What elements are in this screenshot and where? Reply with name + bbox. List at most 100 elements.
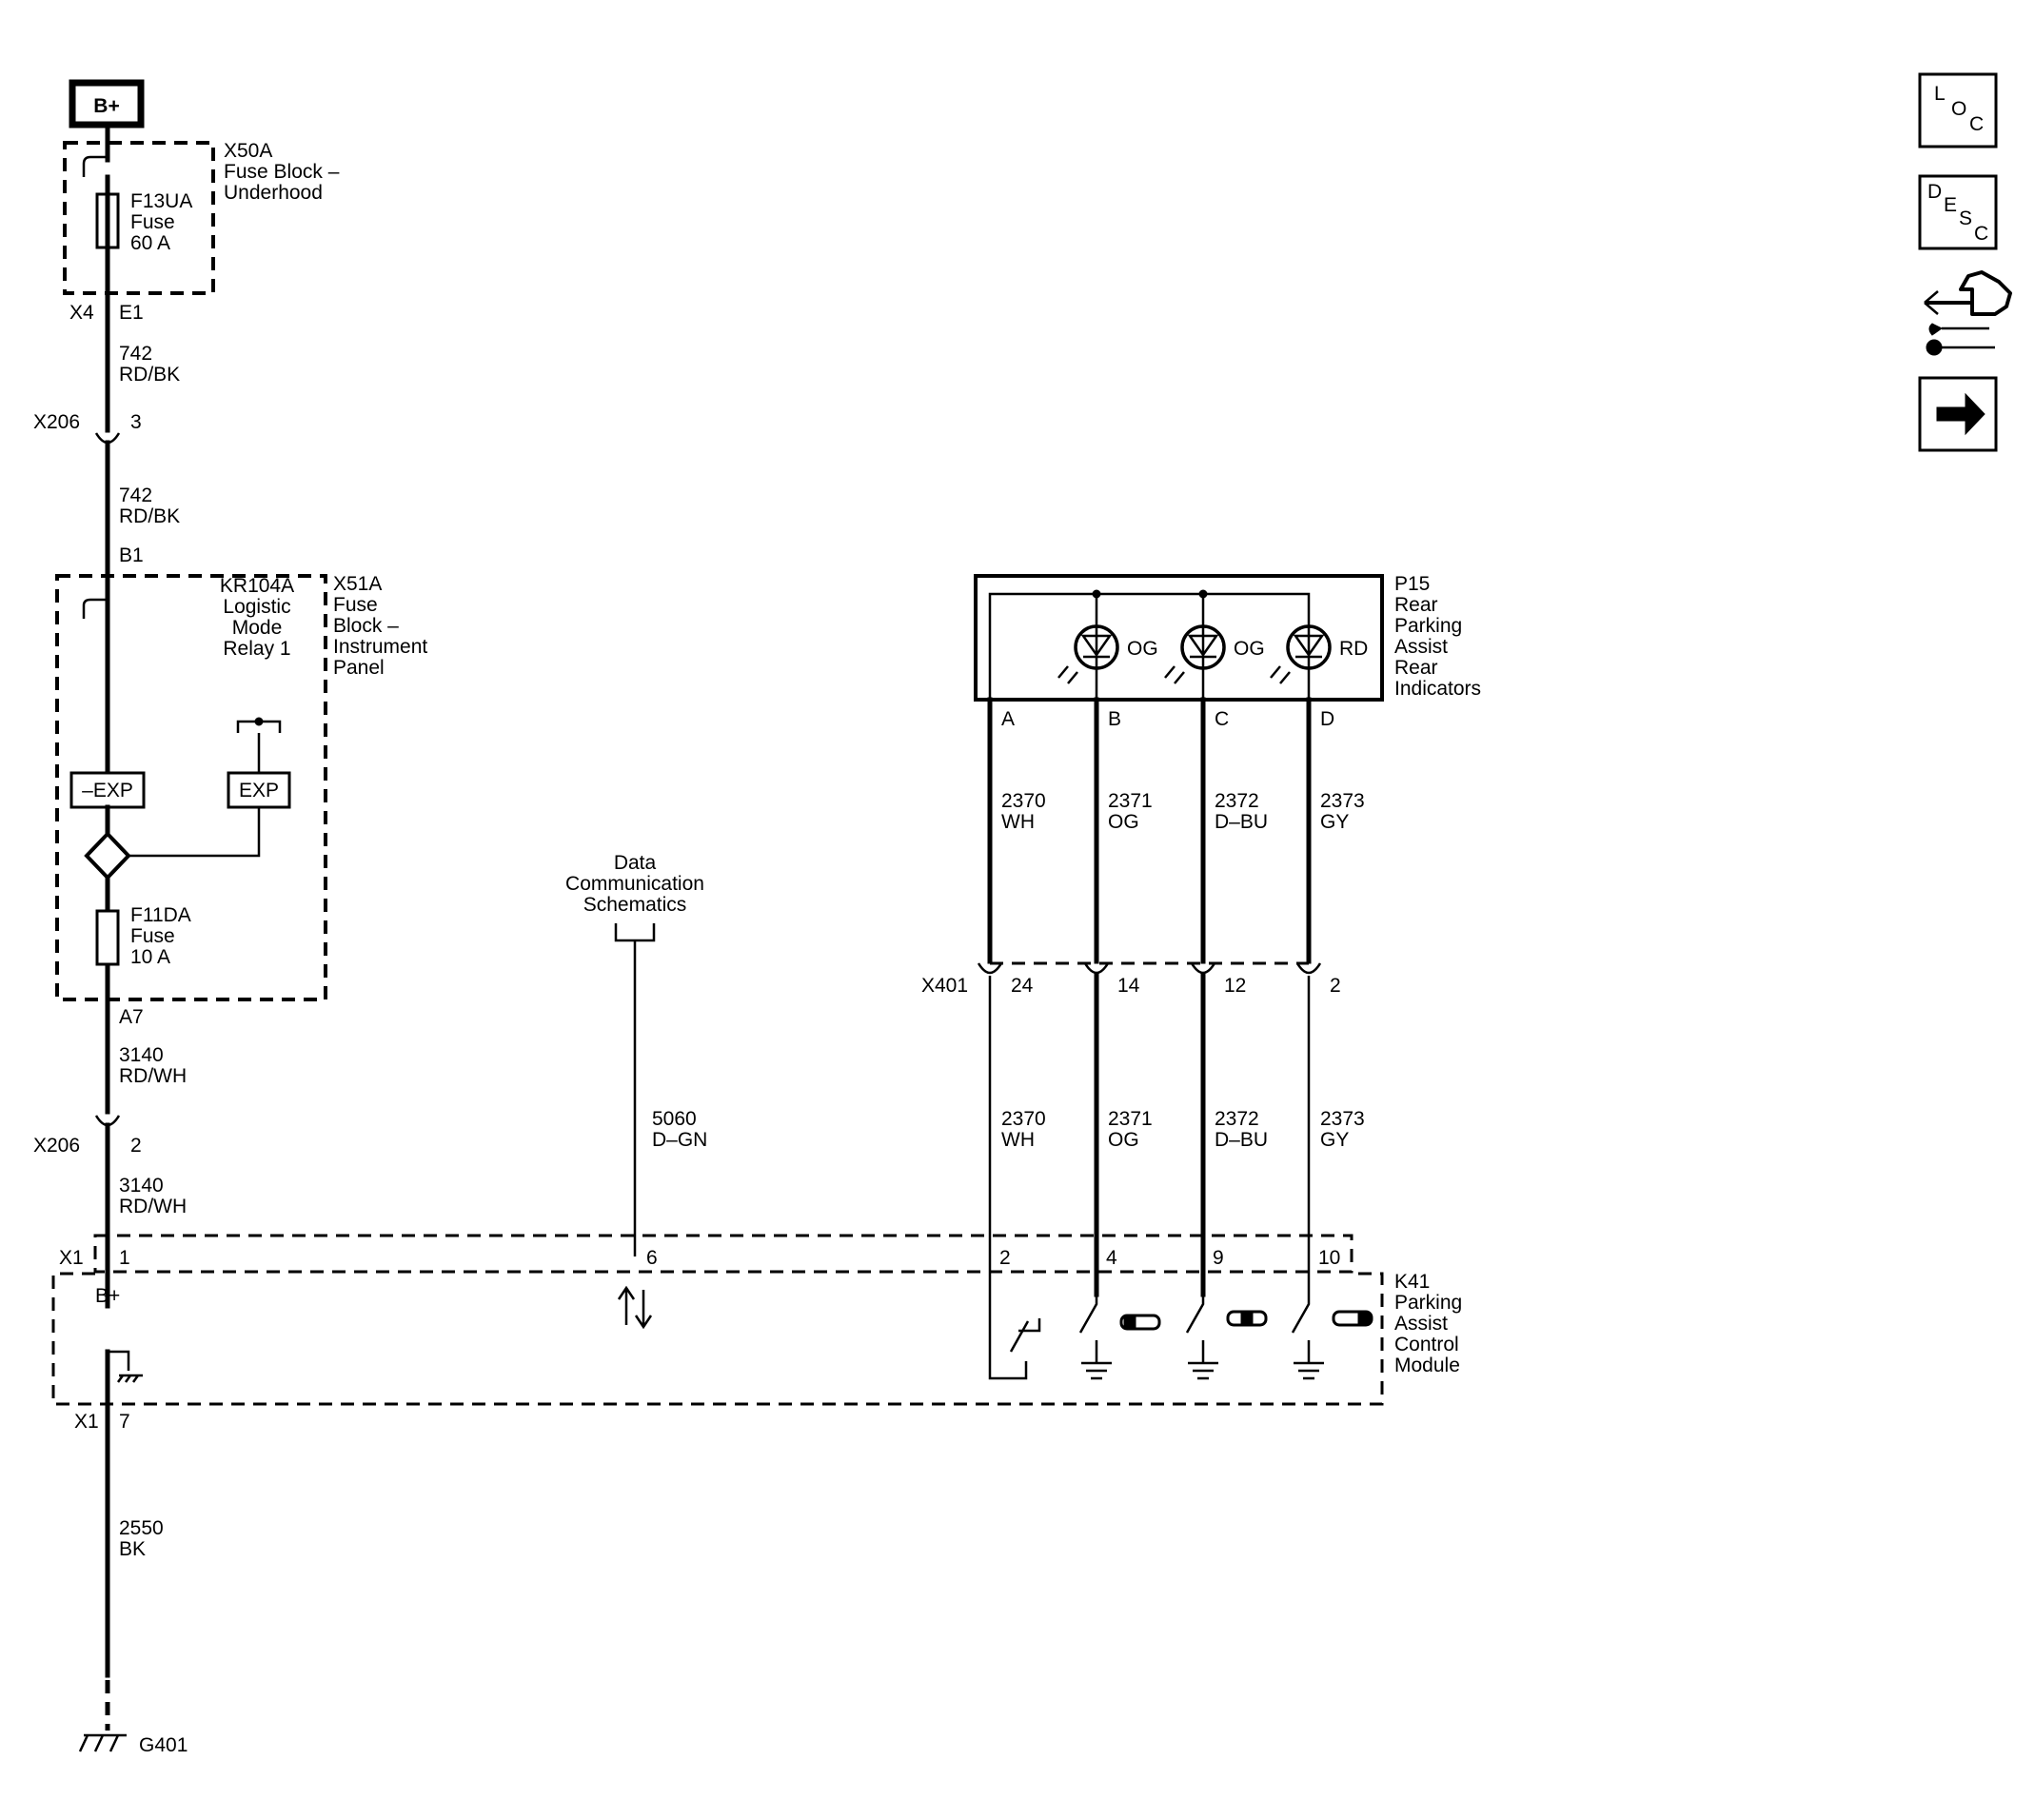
connector-x206-bottom: X206 2 — [33, 1115, 142, 1157]
kr104a-line1: KR104A — [220, 575, 294, 597]
uw3-color: GY — [1320, 811, 1349, 833]
power-label: B+ — [93, 95, 119, 117]
connector-x401: X401 24 14 12 2 — [921, 961, 1341, 997]
p15-pin-b: B — [1108, 708, 1121, 730]
uw0-num: 2370 — [1001, 790, 1046, 812]
p15-line5: Indicators — [1394, 678, 1481, 700]
wire-742b-color: RD/BK — [119, 505, 180, 527]
k41-line4: Module — [1394, 1355, 1460, 1376]
k41-pin-7: 7 — [119, 1411, 130, 1433]
wire-742a-num: 742 — [119, 343, 152, 365]
kr104a-line2: Logistic — [223, 596, 290, 618]
power-source-bplus: B+ — [69, 79, 145, 129]
k41-bplus: B+ — [95, 1285, 120, 1307]
desc-icon[interactable]: D E S C — [1918, 174, 1998, 250]
x51a-line2: Block – — [333, 615, 399, 637]
next-arrow-icon[interactable] — [1918, 376, 1998, 452]
wire-742b-num: 742 — [119, 485, 152, 506]
data-comm-reference: Data Communication Schematics 5060 D–GN — [565, 852, 707, 1330]
lower-wire-labels: 2370 WH 2371 OG 2372 D–BU 2373 GY — [1001, 1108, 1365, 1151]
wire-742a-color: RD/BK — [119, 364, 180, 386]
k41-pin-9: 9 — [1213, 1247, 1224, 1269]
k41-x1-bottom: X1 — [74, 1411, 99, 1433]
lw3-color: GY — [1320, 1129, 1349, 1151]
k41-x1-label: X1 — [59, 1247, 84, 1269]
connector-x206-top: X206 3 — [33, 411, 142, 445]
control-module-k41: X1 1 6 2 4 9 10 B+ K41 Parking Assist — [51, 1234, 1462, 1406]
x51a-line4: Panel — [333, 657, 385, 679]
f13ua-rating: 60 A — [130, 232, 170, 254]
wire-3140a-num: 3140 — [119, 1044, 164, 1066]
neg-exp-label: –EXP — [82, 780, 133, 801]
x401-pin0: 24 — [1011, 975, 1034, 997]
k41-line3: Control — [1394, 1334, 1459, 1355]
connector-tool-icon[interactable] — [1924, 270, 2012, 356]
p15-line2: Parking — [1394, 615, 1462, 637]
svg-text:C: C — [1974, 223, 1988, 245]
loc-icon[interactable]: L O C — [1918, 72, 1998, 148]
wire-3140a-color: RD/WH — [119, 1065, 187, 1087]
svg-text:C: C — [1969, 113, 1984, 135]
x401-pin1: 14 — [1117, 975, 1140, 997]
f11da-id: F11DA — [130, 904, 191, 926]
k41-pin-2: 2 — [999, 1247, 1011, 1269]
lw2-color: D–BU — [1215, 1129, 1268, 1151]
data-comm-line2: Communication — [565, 873, 704, 895]
f13ua-word: Fuse — [130, 211, 175, 233]
x51a-line3: Instrument — [333, 636, 427, 658]
x51a-id: X51A — [333, 573, 382, 595]
lw0-num: 2370 — [1001, 1108, 1046, 1130]
lw2-num: 2372 — [1215, 1108, 1259, 1130]
x206-bot-id: X206 — [33, 1135, 80, 1157]
exp-label: EXP — [239, 780, 279, 801]
p15-pin-d: D — [1320, 708, 1334, 730]
data-comm-line1: Data — [614, 852, 657, 874]
uw1-color: OG — [1108, 811, 1139, 833]
led2-color: OG — [1234, 638, 1265, 660]
uw1-num: 2371 — [1108, 790, 1153, 812]
wire-3140b-num: 3140 — [119, 1175, 164, 1197]
x401-pin3: 2 — [1330, 975, 1341, 997]
wire-2550-color: BK — [119, 1538, 146, 1560]
uw3-num: 2373 — [1320, 790, 1365, 812]
svg-text:O: O — [1951, 98, 1966, 120]
p15-pin-c: C — [1215, 708, 1229, 730]
svg-text:L: L — [1934, 83, 1946, 105]
led1-color: OG — [1127, 638, 1158, 660]
x50a-line1: Fuse Block – — [224, 161, 340, 183]
p15-line3: Assist — [1394, 636, 1448, 658]
rear-indicators-p15: OG OG RD P15 Rear Parking Assist Rear In… — [974, 573, 1481, 961]
fuse-block-x51a: –EXP EXP KR104A Logistic Mode Relay 1 F1… — [55, 573, 427, 1002]
k41-pin-10: 10 — [1318, 1247, 1340, 1269]
uw2-color: D–BU — [1215, 811, 1268, 833]
x4-label: X4 — [69, 302, 94, 324]
p15-line1: Rear — [1394, 594, 1438, 616]
x206-bot-pin: 2 — [130, 1135, 142, 1157]
ground-id: G401 — [139, 1734, 188, 1756]
uw2-num: 2372 — [1215, 790, 1259, 812]
b1-label: B1 — [119, 544, 144, 566]
uw0-color: WH — [1001, 811, 1035, 833]
x206-top-id: X206 — [33, 411, 80, 433]
lw3-num: 2373 — [1320, 1108, 1365, 1130]
x51a-line1: Fuse — [333, 594, 378, 616]
f11da-rating: 10 A — [130, 946, 170, 968]
kr104a-line3: Mode — [232, 617, 283, 639]
x206-top-pin: 3 — [130, 411, 142, 433]
ground-g401: G401 — [78, 1733, 188, 1756]
wire-3140b-color: RD/WH — [119, 1196, 187, 1217]
k41-line1: Parking — [1394, 1292, 1462, 1314]
wire-2550-num: 2550 — [119, 1517, 164, 1539]
data-comm-line3: Schematics — [583, 894, 687, 916]
k41-pin-1: 1 — [119, 1247, 130, 1269]
lw1-color: OG — [1108, 1129, 1139, 1151]
kr104a-line4: Relay 1 — [223, 638, 290, 660]
x401-id: X401 — [921, 975, 968, 997]
k41-pin-4: 4 — [1106, 1247, 1117, 1269]
wire-5060-num: 5060 — [652, 1108, 697, 1130]
svg-text:E: E — [1944, 194, 1957, 216]
p15-id: P15 — [1394, 573, 1430, 595]
a7-label: A7 — [119, 1006, 144, 1028]
k41-line2: Assist — [1394, 1313, 1448, 1335]
